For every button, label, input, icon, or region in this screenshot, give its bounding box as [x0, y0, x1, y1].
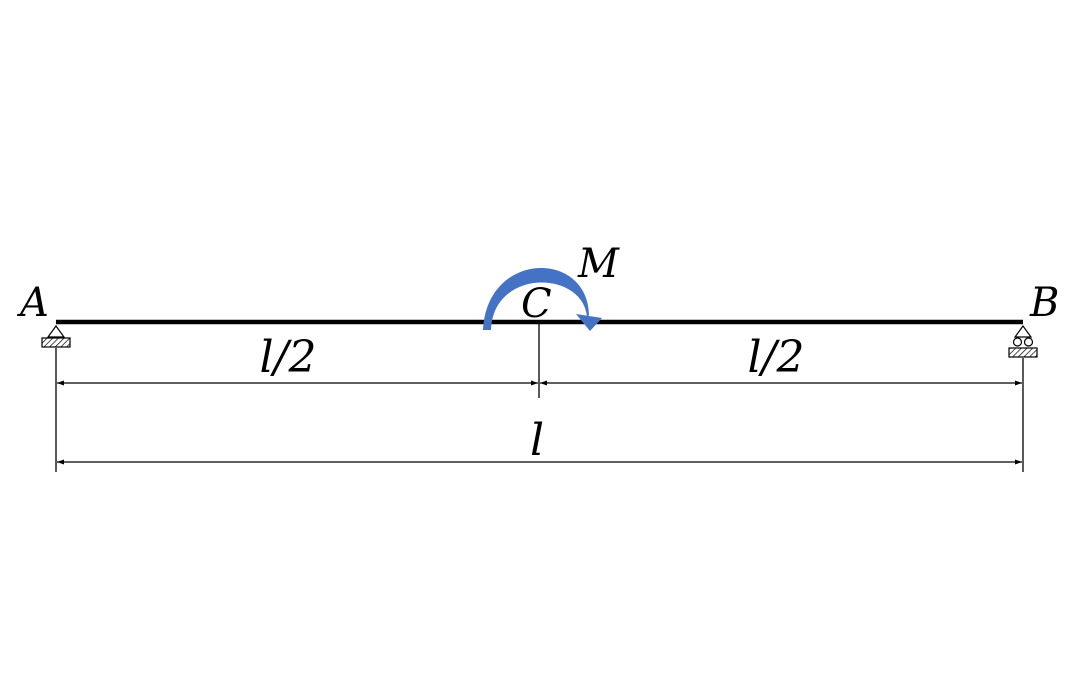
- point-label-a: A: [16, 280, 49, 326]
- point-label-c: C: [521, 281, 552, 327]
- dimension-label-left-half: l/2: [260, 332, 317, 383]
- dimension-label-right-half: l/2: [748, 332, 805, 383]
- moment-arrow: [483, 267, 602, 331]
- point-label-b: B: [1029, 280, 1059, 326]
- dimension-label-total: l: [530, 415, 544, 466]
- pinned-support-a: [41, 324, 71, 348]
- roller-support-b: [1008, 324, 1038, 358]
- moment-label: M: [577, 241, 620, 287]
